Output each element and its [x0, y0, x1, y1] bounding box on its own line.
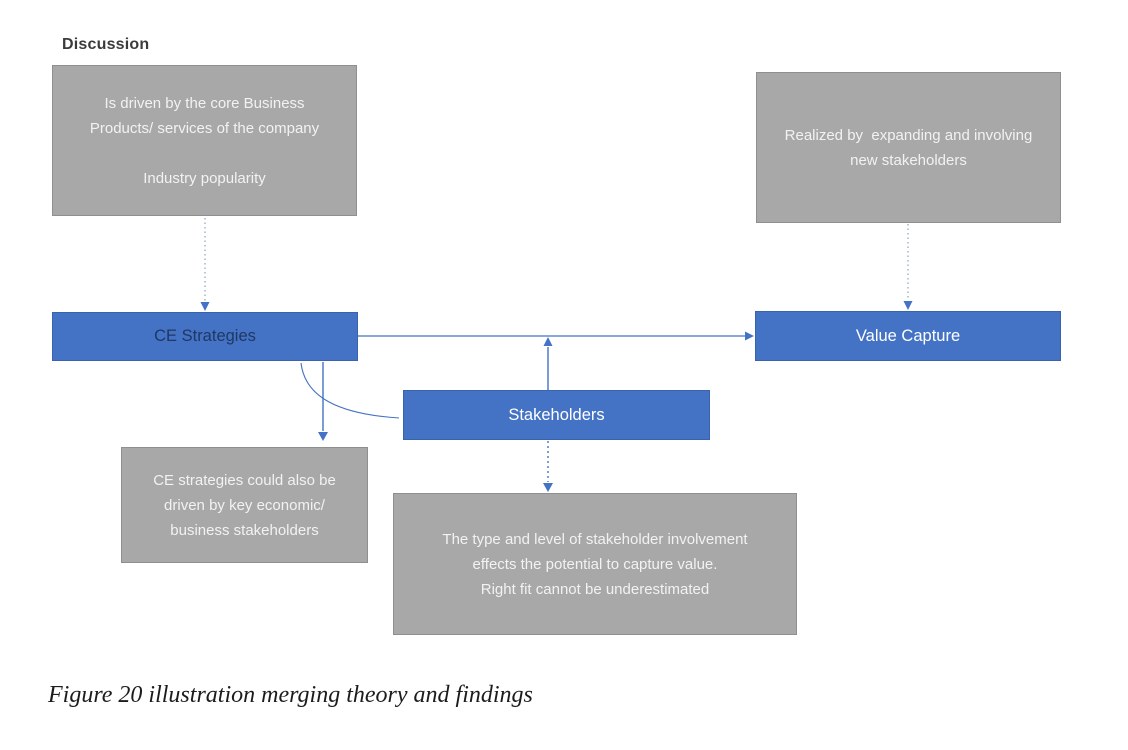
- arrow-stakeholders-up: [543, 337, 553, 390]
- node-value-capture-label: Value Capture: [855, 326, 961, 345]
- node-core-business-drivers-text: Is driven by the core Business Products/…: [89, 94, 320, 137]
- arrow-stakeholders-down: [543, 441, 553, 492]
- arrow-realized-to-value: [903, 224, 913, 310]
- node-stakeholders-label: Stakeholders: [508, 405, 605, 424]
- node-value-capture: Value Capture: [755, 311, 1061, 361]
- node-ce-strategies-label: CE Strategies: [154, 327, 256, 345]
- arrow-driver-to-ce: [200, 218, 210, 311]
- node-industry-popularity-text: Industry popularity: [143, 169, 266, 187]
- node-ce-driven-by-stakeholders: CE strategies could also be driven by ke…: [121, 447, 368, 563]
- node-realized-text: Realized by expanding and involving new …: [784, 126, 1037, 169]
- node-effect-line2: Right fit cannot be underestimated: [480, 580, 710, 598]
- figure-caption: Figure 20 illustration merging theory an…: [48, 682, 533, 708]
- node-realized-by-stakeholders: Realized by expanding and involving new …: [756, 72, 1061, 223]
- arrow-ce-down: [318, 362, 328, 441]
- section-heading: Discussion: [62, 36, 150, 53]
- node-ce-strategies: CE Strategies: [52, 312, 358, 361]
- node-core-business-drivers: Is driven by the core Business Products/…: [52, 65, 357, 216]
- node-effect-line1: The type and level of stakeholder involv…: [442, 530, 748, 573]
- arrow-ce-to-value: [358, 331, 754, 341]
- node-stakeholder-involvement-effect: The type and level of stakeholder involv…: [393, 493, 797, 635]
- node-stakeholders: Stakeholders: [403, 390, 710, 440]
- node-ce-driven-text: CE strategies could also be driven by ke…: [153, 471, 336, 539]
- curve-ce-to-stakeholders: [300, 362, 400, 419]
